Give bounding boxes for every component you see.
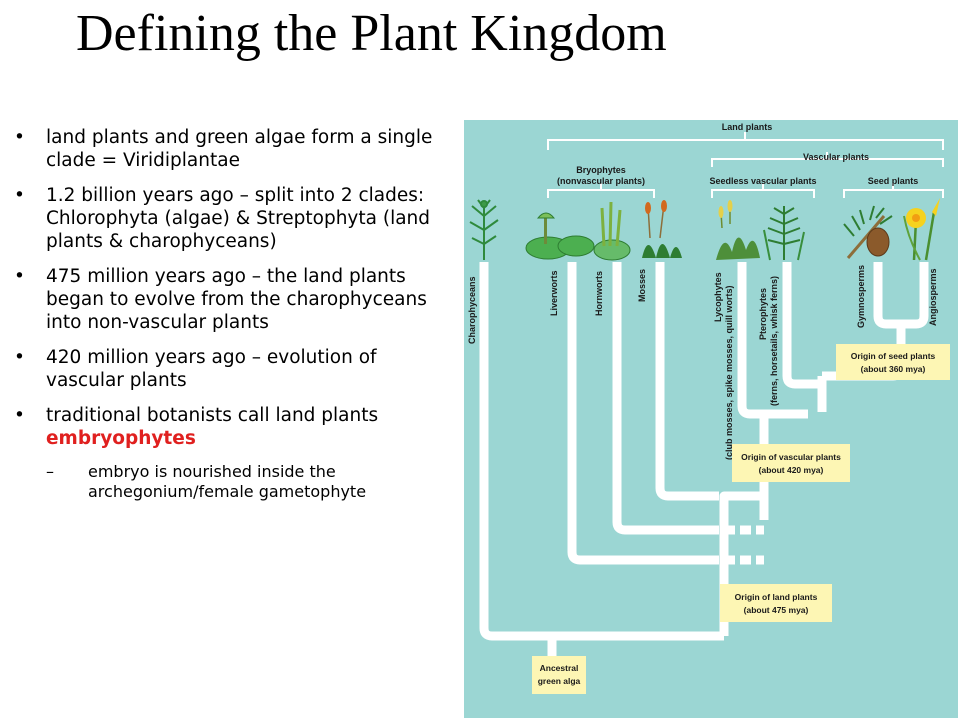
- bullet-item: • 475 million years ago – the land plants…: [12, 265, 442, 334]
- hornwort-illustration: [593, 201, 631, 261]
- land-plants-label: Land plants: [722, 122, 773, 132]
- land-origin-line2: (about 475 mya): [744, 605, 809, 615]
- ancestor-box: [532, 656, 586, 694]
- bullet-item: •traditional botanists call land plants …: [12, 404, 442, 502]
- hornworts-label: Hornworts: [594, 271, 604, 316]
- vascular-origin-line1: Origin of vascular plants: [741, 452, 841, 462]
- bryophytes-label: Bryophytes: [576, 165, 626, 175]
- bullet-text: 420 million years ago – evolution of vas…: [46, 347, 377, 391]
- gymnosperms-branch: [873, 262, 902, 329]
- seed-origin-line1: Origin of seed plants: [851, 351, 936, 361]
- mosses-label: Mosses: [637, 269, 647, 302]
- nonvascular-label: (nonvascular plants): [557, 176, 645, 186]
- lycophytes-branch: [737, 262, 808, 419]
- seed-plants-bracket: [843, 183, 944, 198]
- bullet-marker: •: [14, 347, 25, 368]
- dashed-connectors: [708, 491, 764, 565]
- vascular-plants-label: Vascular plants: [803, 152, 869, 162]
- bullet-marker: •: [14, 185, 25, 206]
- bullet-marker: •: [14, 266, 25, 287]
- pterophytes-label: Pterophytes: [758, 288, 768, 340]
- lycophytes-note: (club mosses, spike mosses, quill worts): [724, 285, 734, 460]
- charophycean-illustration: [469, 199, 499, 260]
- pterophytes-note: (ferns, horsetails, whisk ferns): [769, 276, 779, 406]
- seedless-bracket: [711, 183, 815, 198]
- bullet-item: • 420 million years ago – evolution of va…: [12, 346, 442, 392]
- pterophytes-branch: [782, 262, 822, 389]
- angiosperms-label: Angiosperms: [928, 268, 938, 326]
- ancestor-line1: Ancestral: [540, 663, 579, 673]
- angiosperm-illustration: [903, 198, 940, 261]
- bryophytes-bracket: [547, 183, 655, 198]
- highlight-term: embryophytes: [46, 428, 196, 449]
- charophyceans-branch: [479, 262, 724, 641]
- bullet-list: • land plants and green algae form a sing…: [12, 126, 442, 514]
- lycophytes-label: Lycophytes: [713, 272, 723, 322]
- group-brackets: [547, 132, 944, 198]
- charophyceans-label: Charophyceans: [467, 276, 477, 344]
- gymnosperms-label: Gymnosperms: [856, 265, 866, 328]
- bullet-text: traditional botanists call land plants: [46, 405, 379, 426]
- seed-origin-line2: (about 360 mya): [861, 364, 926, 374]
- land-plants-bracket: [547, 132, 944, 150]
- lycophyte-illustration: [716, 200, 760, 260]
- seedless-label: Seedless vascular plants: [709, 176, 816, 186]
- gymnosperm-illustration: [843, 205, 893, 259]
- fern-illustration: [763, 206, 805, 261]
- bullet-item: • 1.2 billion years ago – split into 2 cl…: [12, 184, 442, 253]
- angiosperms-branch: [902, 262, 929, 329]
- phylogeny-diagram: Land plants Vascular plants Bryophytes (…: [464, 120, 958, 718]
- seed-origin-box: [836, 344, 950, 380]
- bullet-text: 475 million years ago – the land plants …: [46, 266, 427, 333]
- moss-illustration: [642, 200, 682, 258]
- sub-bullet-marker: –: [46, 462, 54, 481]
- vascular-origin-line2: (about 420 mya): [759, 465, 824, 475]
- ancestor-line2: green alga: [538, 676, 581, 686]
- land-origin-line1: Origin of land plants: [735, 592, 818, 602]
- mosses-branch: [655, 262, 708, 501]
- sub-bullet-text: embryo is nourished inside the archegoni…: [88, 462, 367, 501]
- seed-plants-label: Seed plants: [868, 176, 919, 186]
- bullet-marker: •: [14, 127, 25, 148]
- hornworts-branch: [612, 262, 708, 535]
- liverworts-branch: [567, 262, 708, 565]
- bullet-text: 1.2 billion years ago – split into 2 cla…: [46, 185, 431, 252]
- bullet-marker: •: [14, 405, 25, 426]
- land-origin-box: [720, 584, 832, 622]
- bullet-item: • land plants and green algae form a sing…: [12, 126, 442, 172]
- liverworts-label: Liverworts: [549, 270, 559, 316]
- bullet-text: land plants and green algae form a singl…: [46, 127, 433, 171]
- liverwort-illustration: [525, 212, 595, 260]
- slide-title: Defining the Plant Kingdom: [76, 5, 667, 62]
- vascular-plants-bracket: [711, 152, 944, 167]
- vascular-origin-box: [732, 444, 850, 482]
- sub-bullet: – embryo is nourished inside the archegon…: [46, 462, 442, 502]
